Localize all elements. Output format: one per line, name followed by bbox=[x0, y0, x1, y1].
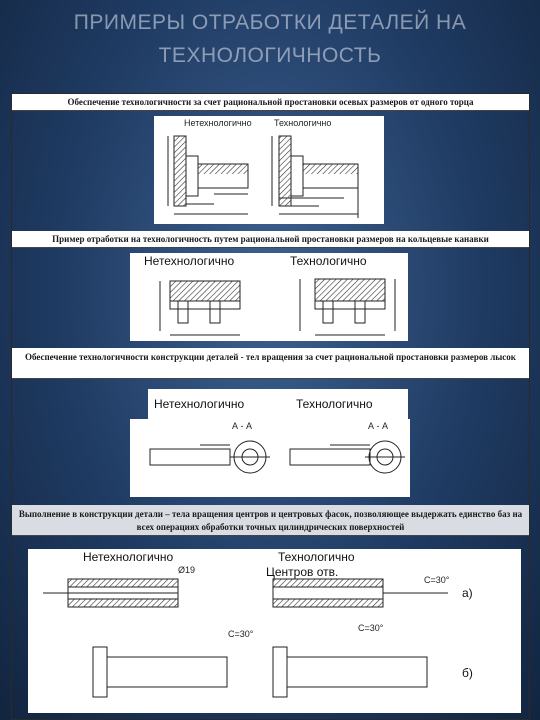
section-2-label-left: Нетехнологично bbox=[144, 254, 235, 268]
section-4-label-left: Нетехнологично bbox=[83, 550, 174, 564]
section-4-chamfer-2: C=30° bbox=[228, 629, 254, 639]
section-3-figure: А - А А - А bbox=[130, 419, 410, 497]
section-1-label-right: Технологично bbox=[274, 118, 331, 128]
section-3-labels: Нетехнологично Технологично bbox=[148, 389, 408, 419]
slide-title-line1: ПРИМЕРЫ ОТРАБОТКИ ДЕТАЛЕЙ НА bbox=[73, 11, 467, 34]
section-1-label-left: Нетехнологично bbox=[184, 118, 252, 128]
section-2-header: Пример отработки на технологичность путе… bbox=[12, 231, 529, 248]
section-2-figure: Нетехнологично Технологично bbox=[130, 253, 408, 341]
slide-title-line2: ТЕХНОЛОГИЧНОСТЬ bbox=[158, 44, 382, 67]
section-3-mark-right: А - А bbox=[368, 421, 388, 431]
section-4-variant-b: б) bbox=[462, 666, 473, 680]
section-4-variant-a: а) bbox=[462, 586, 473, 600]
section-1-figure: Нетехнологично Технологично bbox=[154, 116, 384, 224]
section-1-header: Обеспечение технологичности за счет раци… bbox=[12, 94, 529, 111]
section-4-label-centers: Центров отв. bbox=[266, 565, 338, 579]
section-4-label-right: Технологично bbox=[278, 550, 355, 564]
section-3-header: Обеспечение технологичности конструкции … bbox=[12, 348, 529, 379]
section-3-label-left: Нетехнологично bbox=[154, 397, 245, 411]
slide-title: ПРИМЕРЫ ОТРАБОТКИ ДЕТАЛЕЙ НА ТЕХНОЛОГИЧН… bbox=[0, 6, 540, 72]
section-2-label-right: Технологично bbox=[290, 254, 367, 268]
examples-table: Обеспечение технологичности за счет раци… bbox=[11, 93, 530, 720]
section-4-chamfer-3: C=30° bbox=[358, 623, 384, 633]
section-4-header: Выполнение в конструкции детали – тела в… bbox=[12, 505, 529, 536]
section-3-mark-left: А - А bbox=[232, 421, 252, 431]
section-4-figure: Нетехнологично Технологично Центров отв.… bbox=[28, 549, 521, 713]
section-3-label-right: Технологично bbox=[296, 397, 373, 411]
section-4-chamfer-1: C=30° bbox=[424, 575, 450, 585]
section-4-dim-d19: Ø19 bbox=[178, 565, 195, 575]
